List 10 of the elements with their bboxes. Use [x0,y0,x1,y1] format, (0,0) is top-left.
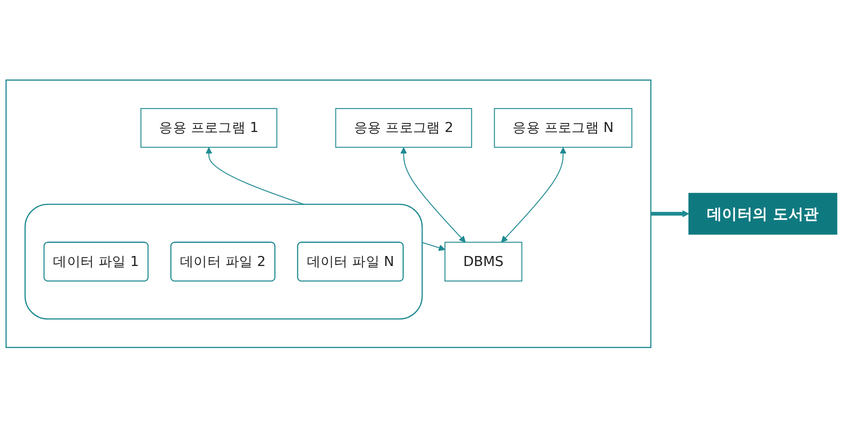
node-box: 응용 프로그램 2 [335,108,472,148]
node-box: 데이터의 도서관 [688,193,838,235]
arrow [400,148,466,243]
cluster [6,80,652,348]
node-box: 응용 프로그램 N [494,108,632,148]
arrow [650,210,690,218]
cluster [24,204,423,320]
arrow [501,148,566,243]
node-box: DBMS [444,242,522,282]
node-box: 응용 프로그램 1 [140,108,278,148]
